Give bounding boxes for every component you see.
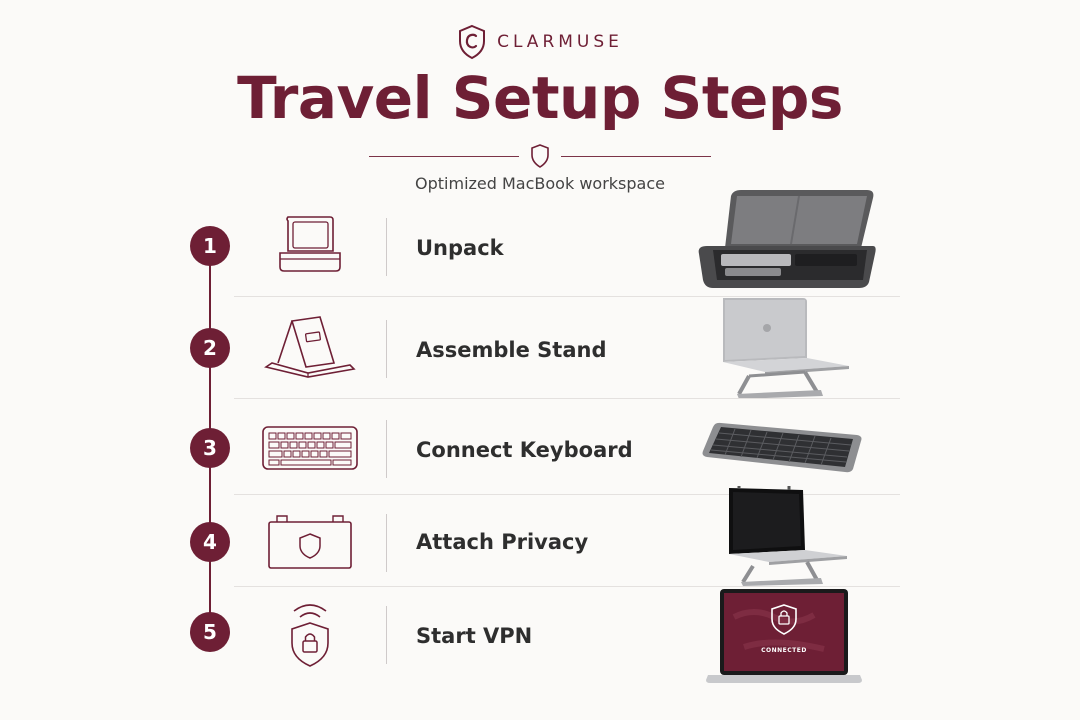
step-label: Attach Privacy: [416, 530, 589, 554]
laptop-on-stand-photo: [682, 298, 886, 399]
laptop-case-icon: [258, 208, 362, 288]
step-label: Unpack: [416, 236, 504, 260]
divider-line-left: [369, 155, 519, 157]
step-number: 1: [190, 226, 230, 266]
keyboard-photo: [682, 404, 886, 500]
brand: CLARMUSE: [0, 24, 1080, 60]
laptop-case-photo: [682, 190, 886, 288]
brand-name: CLARMUSE: [497, 32, 623, 52]
subtitle: Optimized MacBook workspace: [415, 174, 665, 193]
step-separator: [386, 420, 387, 478]
step-label: Assemble Stand: [416, 338, 607, 362]
step-number: 4: [190, 522, 230, 562]
keyboard-icon: [258, 408, 362, 488]
step-number: 2: [190, 328, 230, 368]
step-unpack: 1 Unpack: [0, 190, 1080, 296]
divider-line-right: [561, 155, 711, 157]
step-number: 3: [190, 428, 230, 468]
step-separator: [386, 320, 387, 378]
privacy-screen-photo: [682, 486, 886, 586]
title-divider: [0, 143, 1080, 169]
step-assemble-stand: 2 Assemble Stand: [0, 298, 1080, 399]
vpn-status-text: CONNECTED: [761, 647, 807, 654]
step-attach-privacy: 4 Attach Privacy: [0, 486, 1080, 590]
vpn-laptop-photo: CONNECTED: [682, 588, 886, 684]
row-divider: [234, 398, 900, 399]
step-start-vpn: 5 Start VPN CONNECTED: [0, 586, 1080, 684]
step-number: 5: [190, 612, 230, 652]
page-title: Travel Setup Steps: [237, 64, 843, 132]
step-label: Connect Keyboard: [416, 438, 633, 462]
vpn-shield-lock-icon: [258, 594, 362, 674]
row-divider: [234, 586, 900, 587]
laptop-stand-icon: [258, 308, 362, 388]
step-separator: [386, 218, 387, 276]
step-label: Start VPN: [416, 624, 533, 648]
privacy-screen-icon: [258, 502, 362, 582]
step-connect-keyboard: 3 Connect Keyboard: [0, 400, 1080, 496]
shield-c-icon: [459, 24, 486, 60]
row-divider: [234, 296, 900, 297]
step-separator: [386, 514, 387, 572]
row-divider: [234, 494, 900, 495]
shield-icon: [531, 144, 549, 168]
step-separator: [386, 606, 387, 664]
